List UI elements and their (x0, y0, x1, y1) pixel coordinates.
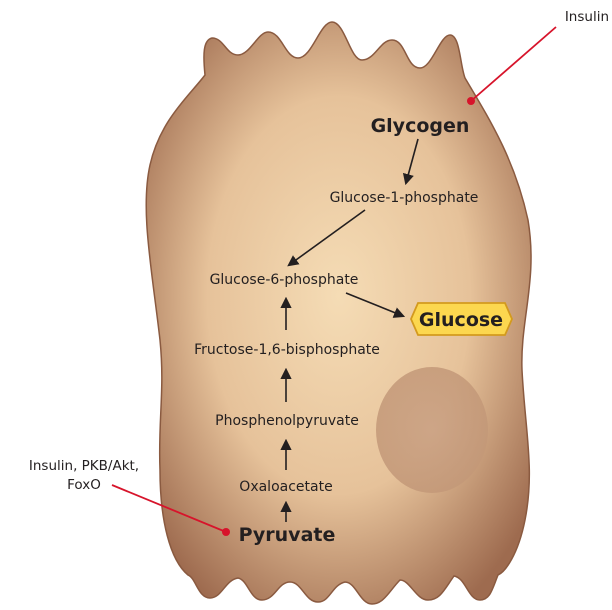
pyruvate-label: Pyruvate (239, 524, 336, 546)
oxaloacetate-label: Oxaloacetate (239, 479, 332, 495)
glucose-1-phosphate-label: Glucose-1-phosphate (330, 190, 479, 206)
pyruvate-regulator-dot (222, 528, 230, 536)
glucose-6-phosphate-label: Glucose-6-phosphate (210, 272, 359, 288)
regulator-label-line1: Insulin, PKB/Akt, (29, 458, 139, 474)
glucose-badge: Glucose (411, 303, 512, 335)
insulin-regulator-line (471, 27, 556, 101)
glucose-label: Glucose (419, 309, 503, 331)
glycogen-label: Glycogen (371, 115, 470, 137)
insulin-regulator-label: Insulin (565, 9, 609, 25)
phosphoenolpyruvate-label: Phosphenolpyruvate (215, 413, 359, 429)
nucleus (376, 367, 488, 493)
insulin-regulator-dot (467, 97, 475, 105)
fructose-bisphosphate-label: Fructose-1,6-bisphosphate (194, 342, 380, 358)
regulator-label-line2: FoxO (67, 477, 101, 493)
